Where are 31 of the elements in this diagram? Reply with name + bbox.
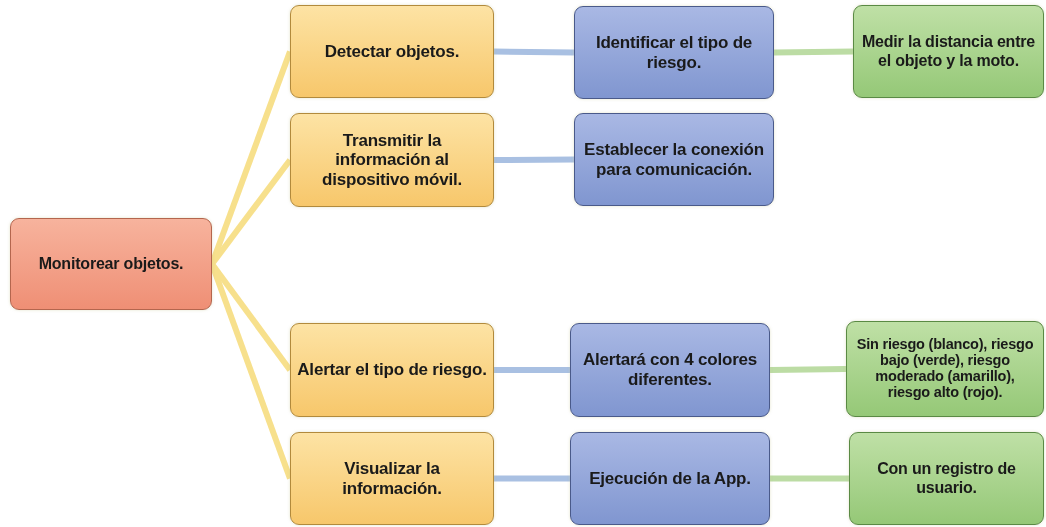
box-label: Medir la distancia entre el objeto y la moto. [860, 33, 1036, 70]
action-box [574, 113, 774, 206]
box-label: Con un registro de usuario. [876, 460, 1017, 497]
result-box [849, 432, 1044, 525]
task-box [290, 113, 494, 207]
connector-line [773, 48, 854, 56]
action-box [570, 432, 770, 525]
connector-line [769, 366, 847, 373]
box-label: Ejecución de la App. [589, 468, 751, 489]
box-label: Visualizar la información. [341, 458, 443, 499]
action-box [574, 6, 774, 99]
box-label: Alertará con 4 colores diferentes. [581, 350, 759, 390]
task-box [290, 5, 494, 98]
box-label: Monitorear objetos. [38, 254, 184, 274]
connector-line [770, 475, 849, 482]
task-box [290, 323, 494, 417]
box-label: Detectar objetos. [324, 41, 460, 62]
connector-line [493, 48, 575, 56]
result-box [846, 321, 1044, 417]
box-label: Identificar el tipo de riesgo. [594, 32, 754, 73]
connector-line [493, 156, 575, 163]
result-box [853, 5, 1044, 98]
root-box [10, 218, 212, 310]
connector-line [494, 475, 570, 482]
box-label: Alertar el tipo de riesgo. [297, 360, 487, 380]
box-label: Transmitir la información al dispositivo móvil. [321, 130, 463, 190]
box-label: Establecer la conexión para comunicación. [583, 139, 765, 180]
task-box [290, 432, 494, 525]
action-box [570, 323, 770, 417]
connector-line [494, 367, 570, 373]
box-label: Sin riesgo (blanco), riesgo bajo (verde), riesgo moderado (amarillo), riesgo alto (rojo). [855, 337, 1035, 401]
